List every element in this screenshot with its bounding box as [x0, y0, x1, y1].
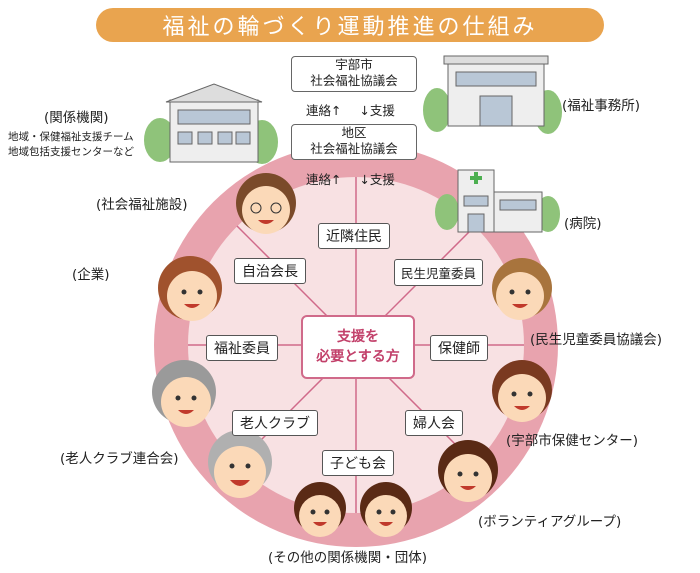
face-elderly-man: [208, 430, 272, 498]
face-child-1: [294, 482, 346, 537]
role-minsei: 民生児童委員: [394, 259, 484, 286]
role-elderly-club: 老人クラブ: [232, 410, 318, 436]
arrow-second-up: 連絡↑: [306, 172, 342, 187]
arrow-first-down: ↓支援: [359, 103, 395, 118]
label-elderly-club-union: (老人クラブ連合会): [60, 451, 179, 467]
arrow-second-down: ↓支援: [359, 172, 395, 187]
center-box: 支援を 必要とする方: [301, 315, 415, 379]
label-company: (企業): [72, 267, 110, 283]
role-neighbors: 近隣住民: [318, 223, 390, 249]
building-related-orgs: [144, 83, 278, 164]
label-health-center: (宇部市保健センター): [506, 433, 639, 449]
district-council-line1: 地区: [341, 125, 367, 140]
arrow-second: 連絡↑ ↓支援: [306, 169, 395, 188]
role-children: 子ども会: [322, 450, 394, 476]
center-line1: 支援を: [337, 329, 379, 345]
face-minsei-council: [492, 258, 552, 320]
district-council-line2: 社会福祉協議会: [310, 141, 398, 156]
role-nurse: 保健師: [430, 335, 488, 361]
label-related-orgs: (関係機関): [44, 110, 109, 126]
label-welfare-office: (福祉事務所): [562, 98, 641, 114]
role-welfare-member: 福祉委員: [206, 335, 278, 361]
city-council-line1: 宇部市: [335, 57, 373, 72]
label-welfare-facility: (社会福祉施設): [96, 197, 188, 213]
page-title: 福祉の輪づくり運動推進の仕組み: [96, 8, 604, 42]
label-related-orgs-sub1: 地域・保健福祉支援チーム: [8, 131, 134, 143]
center-line2: 必要とする方: [316, 349, 400, 365]
label-volunteer: (ボランティアグループ): [478, 514, 622, 530]
face-company: [158, 256, 222, 321]
face-welfare-facility: [236, 173, 296, 234]
district-council-box: 地区 社会福祉協議会: [291, 124, 417, 160]
face-elderly-club-union: [152, 360, 216, 427]
label-minsei-council: (民生児童委員協議会): [530, 332, 663, 348]
label-hospital: (病院): [564, 216, 602, 232]
city-council-box: 宇部市 社会福祉協議会: [291, 56, 417, 92]
role-chief: 自治会長: [234, 258, 306, 284]
building-welfare-office: [423, 55, 562, 134]
role-womens: 婦人会: [405, 410, 463, 436]
arrow-first-up: 連絡↑: [306, 103, 342, 118]
arrow-first: 連絡↑ ↓支援: [306, 100, 395, 119]
face-health-center: [492, 360, 552, 422]
label-others: (その他の関係機関・団体): [268, 550, 428, 566]
label-related-orgs-sub2: 地域包括支援センターなど: [8, 146, 134, 158]
face-volunteer: [438, 440, 498, 502]
building-hospital: [435, 169, 560, 233]
city-council-line2: 社会福祉協議会: [310, 73, 398, 88]
face-child-2: [360, 482, 412, 537]
